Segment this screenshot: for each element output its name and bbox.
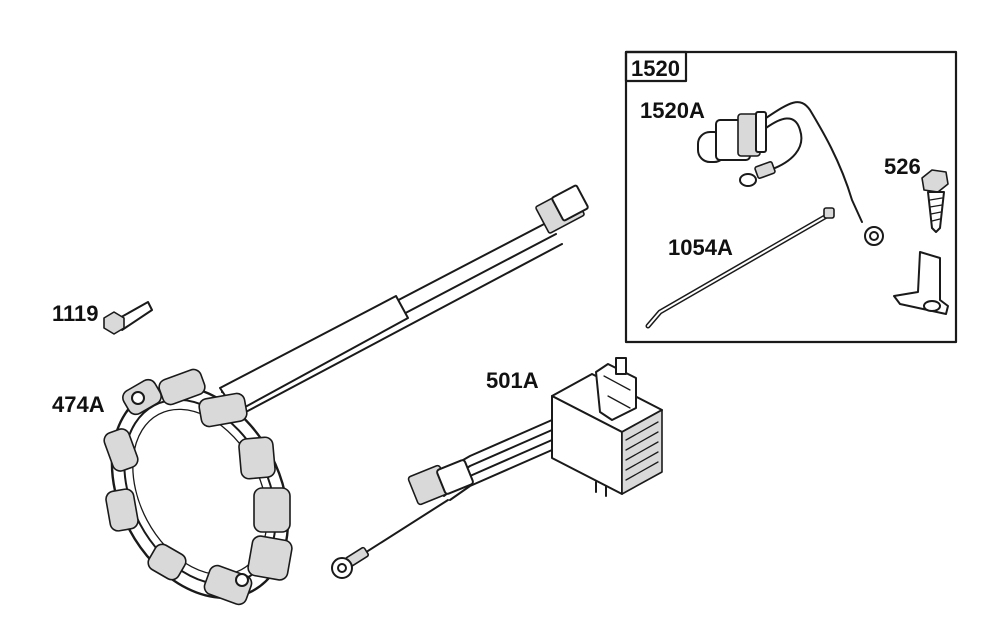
stator-coils xyxy=(103,368,293,606)
label-1054a: 1054A xyxy=(668,235,733,260)
label-1119: 1119 xyxy=(52,301,99,326)
cable-tie-1054a xyxy=(645,207,835,329)
label-474a: 474A xyxy=(52,392,105,417)
label-501a: 501A xyxy=(486,368,539,393)
screw-526 xyxy=(921,169,949,233)
bracket xyxy=(893,251,949,315)
kit-label-1520: 1520 xyxy=(631,56,680,81)
label-526: 526 xyxy=(884,154,921,179)
sensor-1520a xyxy=(697,101,884,246)
stator-474a xyxy=(103,184,589,606)
bolt-1119 xyxy=(103,301,153,335)
regulator-501a xyxy=(331,357,663,579)
label-1520a: 1520A xyxy=(640,98,705,123)
kit-1520-box: 1520 xyxy=(624,50,958,344)
